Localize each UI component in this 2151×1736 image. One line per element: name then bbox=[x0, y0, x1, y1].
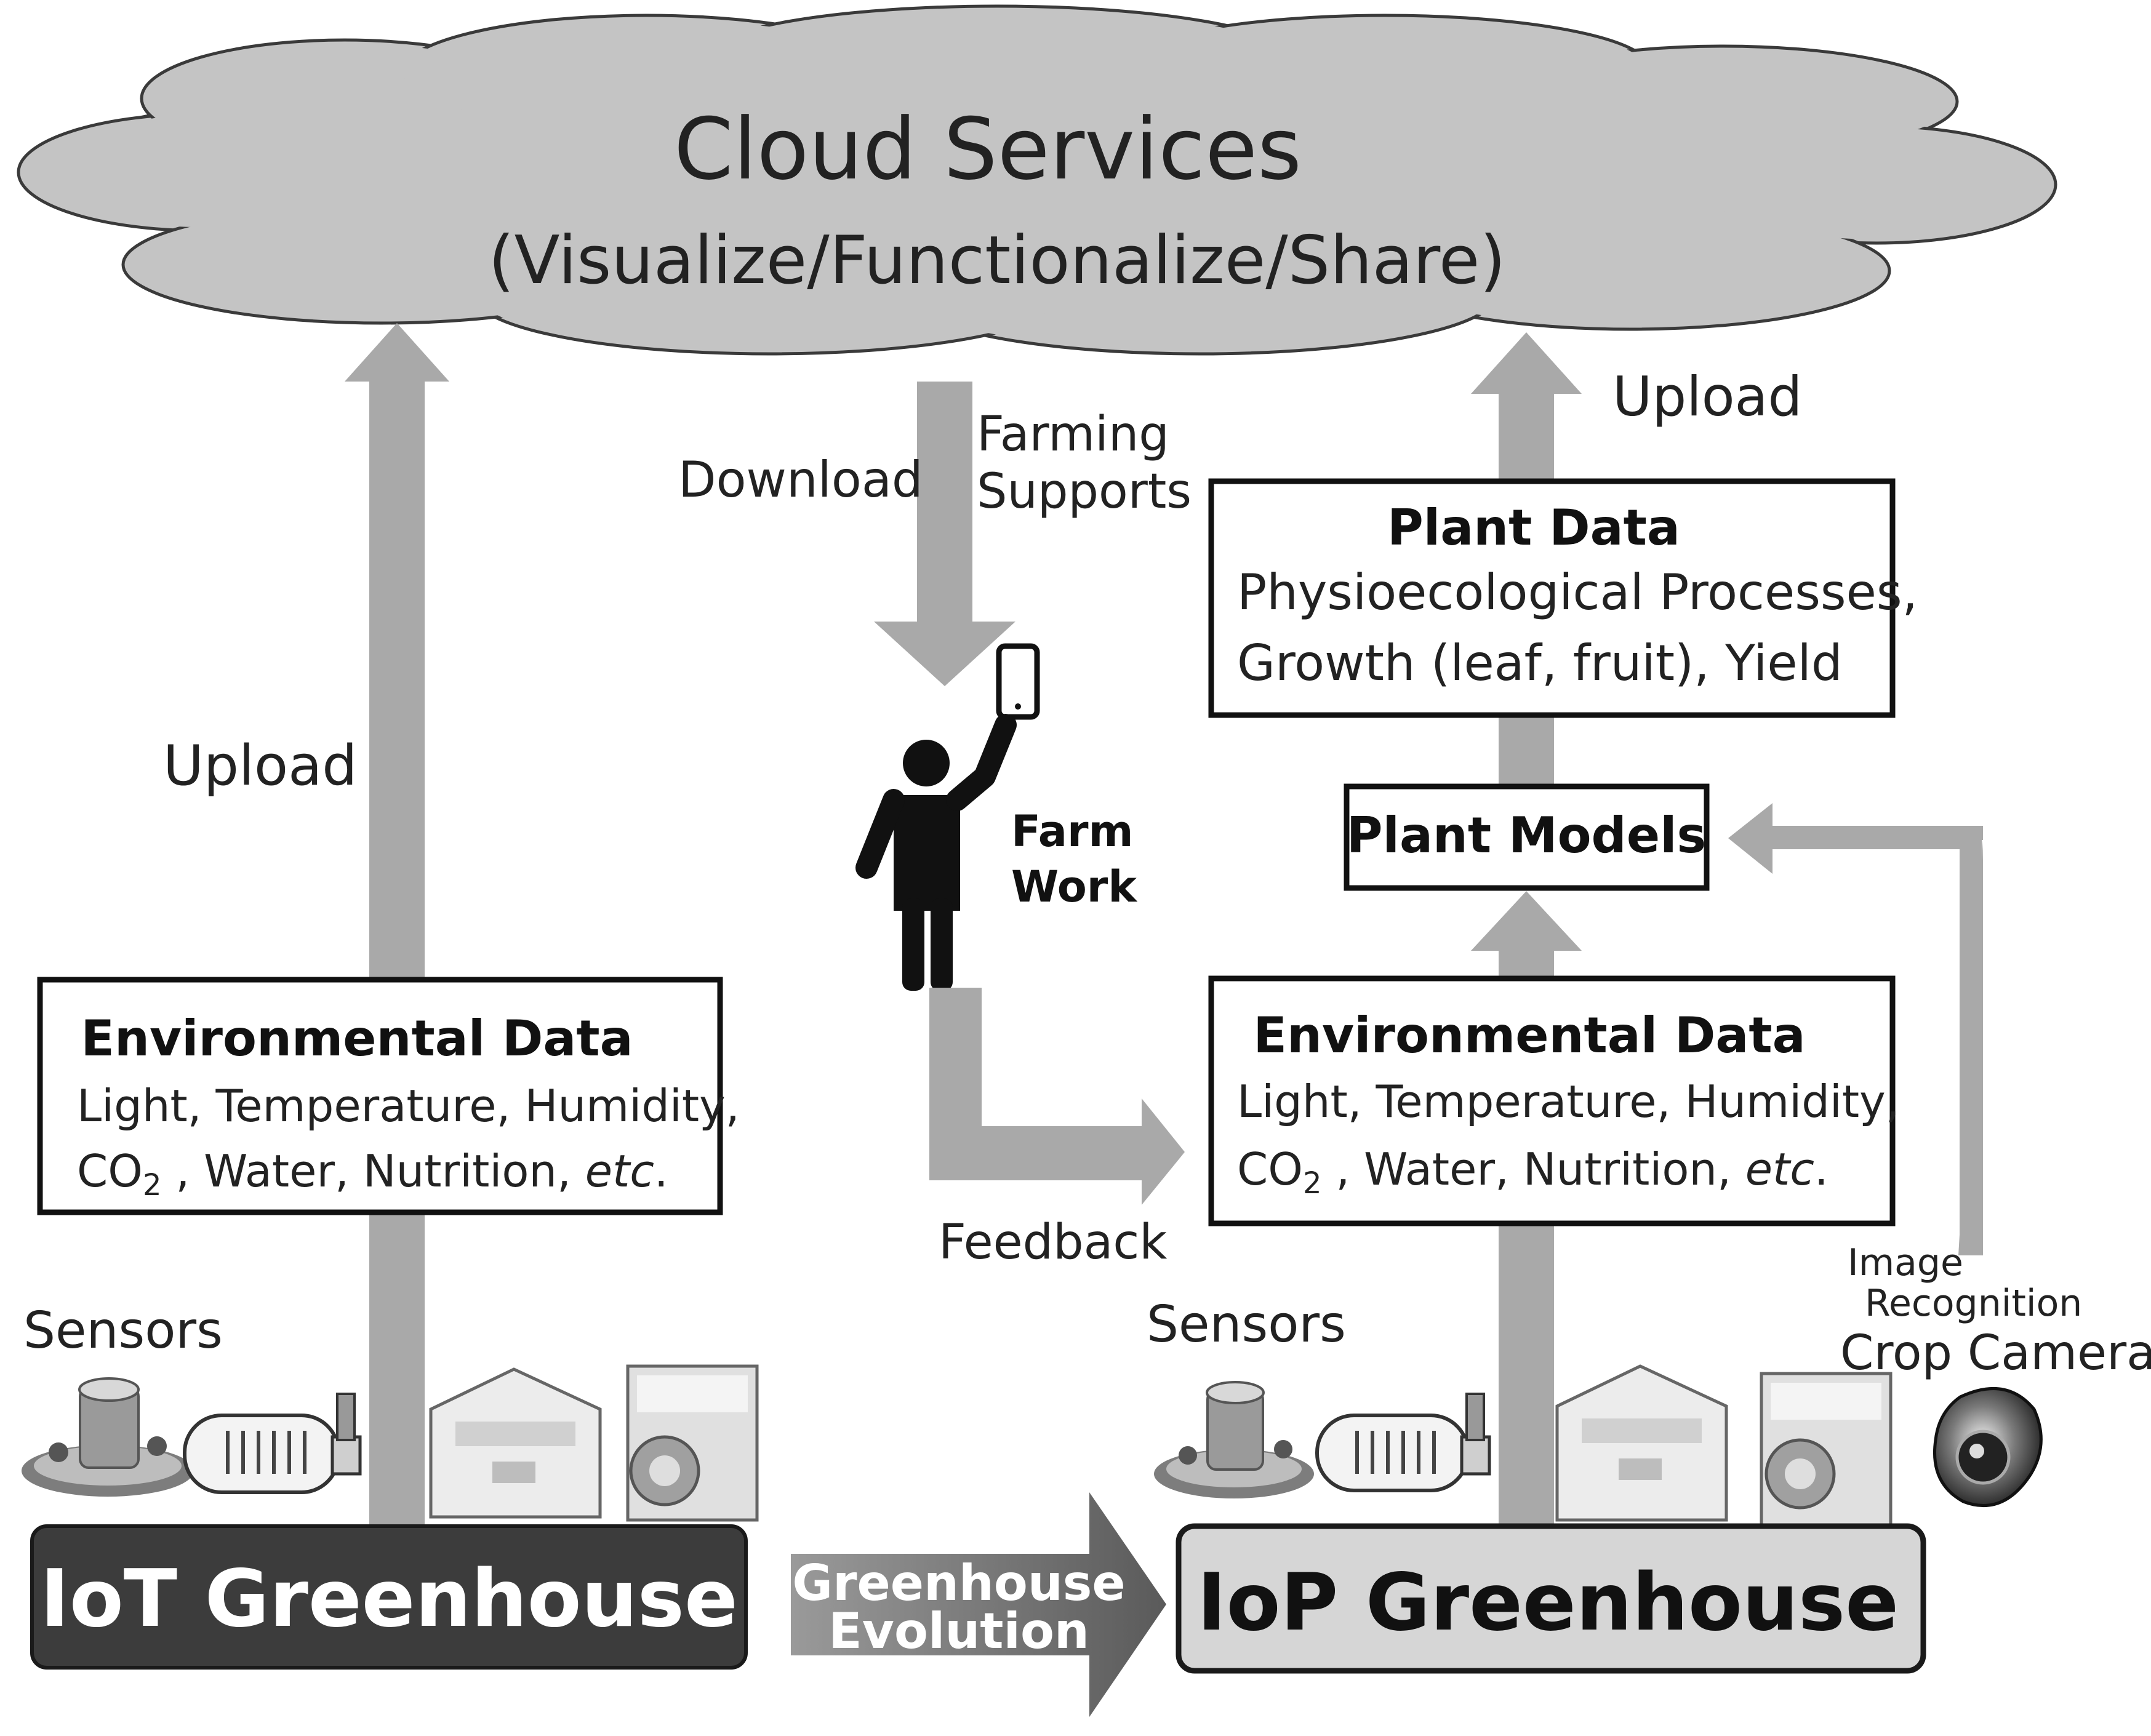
image-recognition-arrowhead bbox=[1728, 803, 1772, 874]
cloud-subtitle: (Visualize/Functionalize/Share) bbox=[489, 222, 1506, 299]
feedback-label: Feedback bbox=[939, 1215, 1167, 1270]
download-label: Download bbox=[678, 451, 923, 508]
left-env-line1: Light, Temperature, Humidity, bbox=[77, 1080, 740, 1132]
recognition-label: Recognition bbox=[1865, 1282, 2082, 1325]
right-env-line2: CO2 , Water, Nutrition, etc. bbox=[1237, 1143, 1829, 1201]
right-env-title: Environmental Data bbox=[1253, 1007, 1805, 1064]
plant-data-line1: Physioecological Processes, bbox=[1237, 564, 1918, 621]
right-sensor-photos bbox=[1154, 1364, 2043, 1528]
right-arrow-env-to-models bbox=[1471, 891, 1582, 978]
right-connector-plantdata-models bbox=[1499, 714, 1554, 786]
farm-work-line2: Work bbox=[1011, 862, 1137, 912]
evolution-line2: Evolution bbox=[828, 1602, 1089, 1660]
right-sensors-label: Sensors bbox=[1147, 1295, 1346, 1354]
plant-models-label: Plant Models bbox=[1347, 807, 1706, 864]
right-upload-label: Upload bbox=[1612, 365, 1802, 428]
humidity-sensor-icon bbox=[1315, 1393, 1491, 1492]
data-logger-icon bbox=[1555, 1364, 1728, 1522]
controller-box-icon bbox=[1760, 1372, 1893, 1528]
right-environmental-data-box bbox=[1208, 975, 1896, 1226]
right-upload-arrow-top bbox=[1471, 332, 1582, 480]
plant-data-line2: Growth (leaf, fruit), Yield bbox=[1237, 634, 1843, 692]
data-logger-icon bbox=[429, 1367, 602, 1519]
iot-greenhouse-box bbox=[30, 1524, 748, 1670]
left-environmental-data-box bbox=[37, 977, 723, 1215]
plant-data-box bbox=[1208, 478, 1896, 718]
farmer-icon bbox=[855, 643, 1040, 991]
controller-box-icon bbox=[626, 1364, 759, 1522]
right-env-line1: Light, Temperature, Humidity, bbox=[1237, 1076, 1900, 1127]
left-upload-arrow bbox=[345, 323, 449, 1526]
crop-camera-icon bbox=[1933, 1386, 2043, 1508]
iot-greenhouse-label: IoT Greenhouse bbox=[40, 1553, 738, 1645]
farm-work-line1: Farm bbox=[1011, 806, 1133, 857]
cloud-services-shape bbox=[17, 4, 2057, 356]
left-env-title: Environmental Data bbox=[81, 1010, 633, 1067]
left-env-line2: CO2 , Water, Nutrition, etc. bbox=[77, 1145, 668, 1202]
pyranometer-icon bbox=[1154, 1381, 1314, 1498]
left-sensors-label: Sensors bbox=[23, 1302, 223, 1360]
plant-data-title: Plant Data bbox=[1387, 499, 1680, 556]
download-arrow bbox=[874, 382, 1015, 686]
farming-supports-line2: Supports bbox=[977, 464, 1192, 519]
iop-greenhouse-label: IoP Greenhouse bbox=[1197, 1557, 1899, 1649]
left-sensor-photos bbox=[22, 1364, 759, 1522]
greenhouse-evolution-arrow bbox=[791, 1492, 1166, 1717]
iop-greenhouse-box bbox=[1176, 1523, 1926, 1674]
humidity-sensor-icon bbox=[183, 1393, 362, 1494]
pyranometer-icon bbox=[22, 1377, 194, 1497]
image-label: Image bbox=[1848, 1241, 1963, 1284]
left-upload-label: Upload bbox=[163, 734, 357, 798]
plant-models-box bbox=[1344, 783, 1710, 891]
evolution-line1: Greenhouse bbox=[792, 1554, 1125, 1612]
cloud-title: Cloud Services bbox=[674, 100, 1302, 199]
farming-supports-line1: Farming bbox=[977, 407, 1169, 462]
feedback-arrow bbox=[929, 988, 1185, 1205]
crop-camera-label: Crop Camera bbox=[1840, 1326, 2151, 1381]
image-recognition-line bbox=[1766, 827, 1982, 1255]
right-connector-greenhouse-env bbox=[1499, 1223, 1554, 1528]
